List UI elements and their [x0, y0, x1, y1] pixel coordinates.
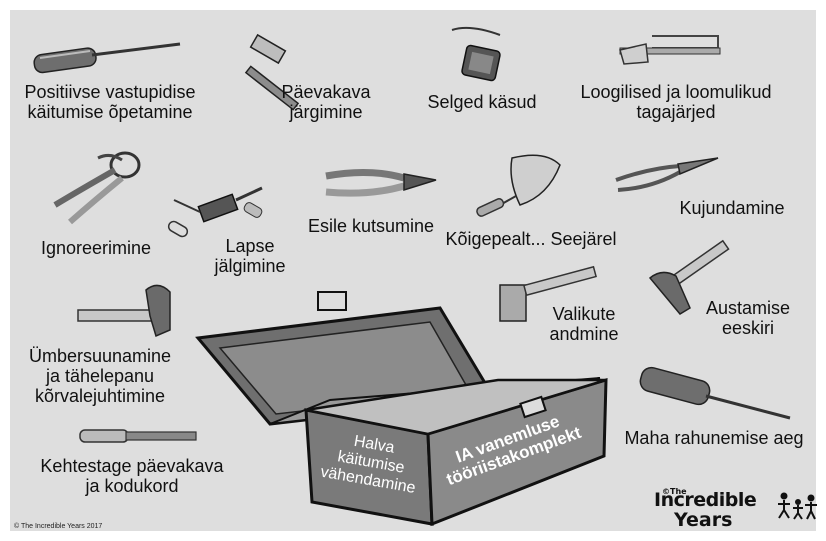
- pincers-icon: [53, 151, 141, 225]
- tape-measure-icon: [451, 26, 501, 82]
- toolbox-illustration: [195, 291, 608, 527]
- logo-the: ©The: [662, 487, 687, 496]
- screwdriver-icon: [33, 42, 181, 74]
- kids-logo-icon: [778, 492, 817, 520]
- screwdriver-icon: [639, 366, 791, 420]
- logo-line2: Years: [674, 509, 733, 531]
- label-ignoring: Ignoreerimine: [40, 238, 152, 258]
- label-prompting: Esile kutsumine: [307, 216, 435, 236]
- hand-drill-icon: [167, 186, 263, 238]
- label-clear-commands: Selged käsud: [427, 92, 537, 112]
- label-shaping: Kujundamine: [679, 198, 785, 218]
- hacksaw-icon: [619, 35, 721, 65]
- claw-hammer-icon: [648, 239, 730, 315]
- hammer-icon: [77, 284, 171, 338]
- incredible-years-logo: ©The Incredible Years: [654, 487, 757, 531]
- pliers-icon: [325, 168, 437, 197]
- hammer-icon: [244, 33, 300, 111]
- logo-line1: Incredible: [654, 489, 757, 511]
- copyright-text: © The Incredible Years 2017: [14, 523, 103, 530]
- label-timeout: Maha rahunemise aeg: [624, 428, 804, 448]
- trowel-icon: [476, 154, 561, 217]
- needle-nose-pliers-icon: [615, 157, 719, 192]
- label-first-then: Kõigepealt... Seejärel: [445, 229, 617, 249]
- mallet-icon: [499, 265, 597, 322]
- chisel-icon: [79, 429, 197, 443]
